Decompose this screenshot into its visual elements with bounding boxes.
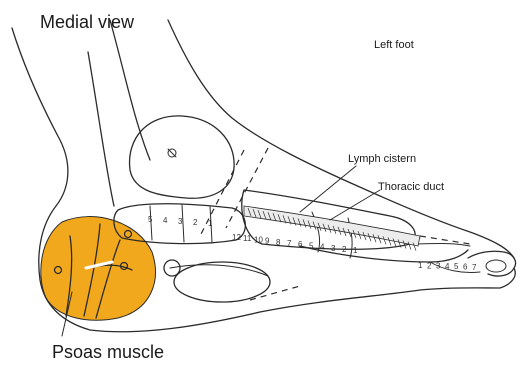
- vertebra-number: 1: [208, 219, 213, 228]
- calcaneus-bone: [174, 262, 270, 302]
- left-foot-label: Left foot: [374, 39, 414, 51]
- vertebra-number: 8: [276, 238, 281, 247]
- leader-line-thoracic-duct: [330, 190, 380, 220]
- toe-nail: [486, 260, 506, 272]
- vertebra-number: 4: [445, 262, 450, 271]
- vertebra-number: 11: [243, 234, 252, 243]
- vertebra-number: 1: [353, 246, 358, 255]
- vertebra-number: 4: [320, 243, 325, 252]
- thoracic-duct-label: Thoracic duct: [378, 181, 444, 193]
- vertebra-number: 7: [472, 263, 477, 272]
- vertebra-number: 1: [418, 261, 423, 270]
- dashed-guide-line: [250, 286, 300, 300]
- vertebra-number: 2: [427, 261, 432, 270]
- vertebra-number: 6: [298, 240, 303, 249]
- vertebra-number: 2: [342, 245, 347, 254]
- lymph-cistern-label: Lymph cistern: [348, 153, 416, 165]
- leg-line-inner: [88, 52, 114, 206]
- vertebra-number: 3: [178, 217, 183, 226]
- vertebra-number: 4: [163, 216, 168, 225]
- medial-view-label: Medial view: [40, 12, 135, 32]
- vertebra-number: 9: [265, 237, 270, 246]
- vertebra-number: 10: [254, 235, 263, 244]
- vertebra-number: 6: [463, 263, 468, 272]
- vertebra-number: 2: [193, 218, 198, 227]
- psoas-muscle-label: Psoas muscle: [52, 342, 164, 362]
- vertebra-number: 3: [436, 262, 441, 271]
- phalanx-bone: [410, 244, 470, 247]
- psoas-highlight-region: [41, 217, 156, 321]
- vertebra-numbers-left: 5 4 3 2 1: [148, 215, 213, 228]
- dashed-guide-line: [200, 150, 244, 236]
- talus-bone: [130, 116, 235, 198]
- vertebra-number: 7: [287, 239, 292, 248]
- vertebra-number: 5: [454, 262, 459, 271]
- dashed-guide-line: [420, 236, 470, 244]
- vertebra-number: 12: [232, 233, 241, 242]
- vertebra-number: 3: [331, 244, 336, 253]
- vertebra-number: 5: [148, 215, 153, 224]
- leg-line-outer: [110, 20, 150, 160]
- vertebra-number: 5: [309, 241, 314, 250]
